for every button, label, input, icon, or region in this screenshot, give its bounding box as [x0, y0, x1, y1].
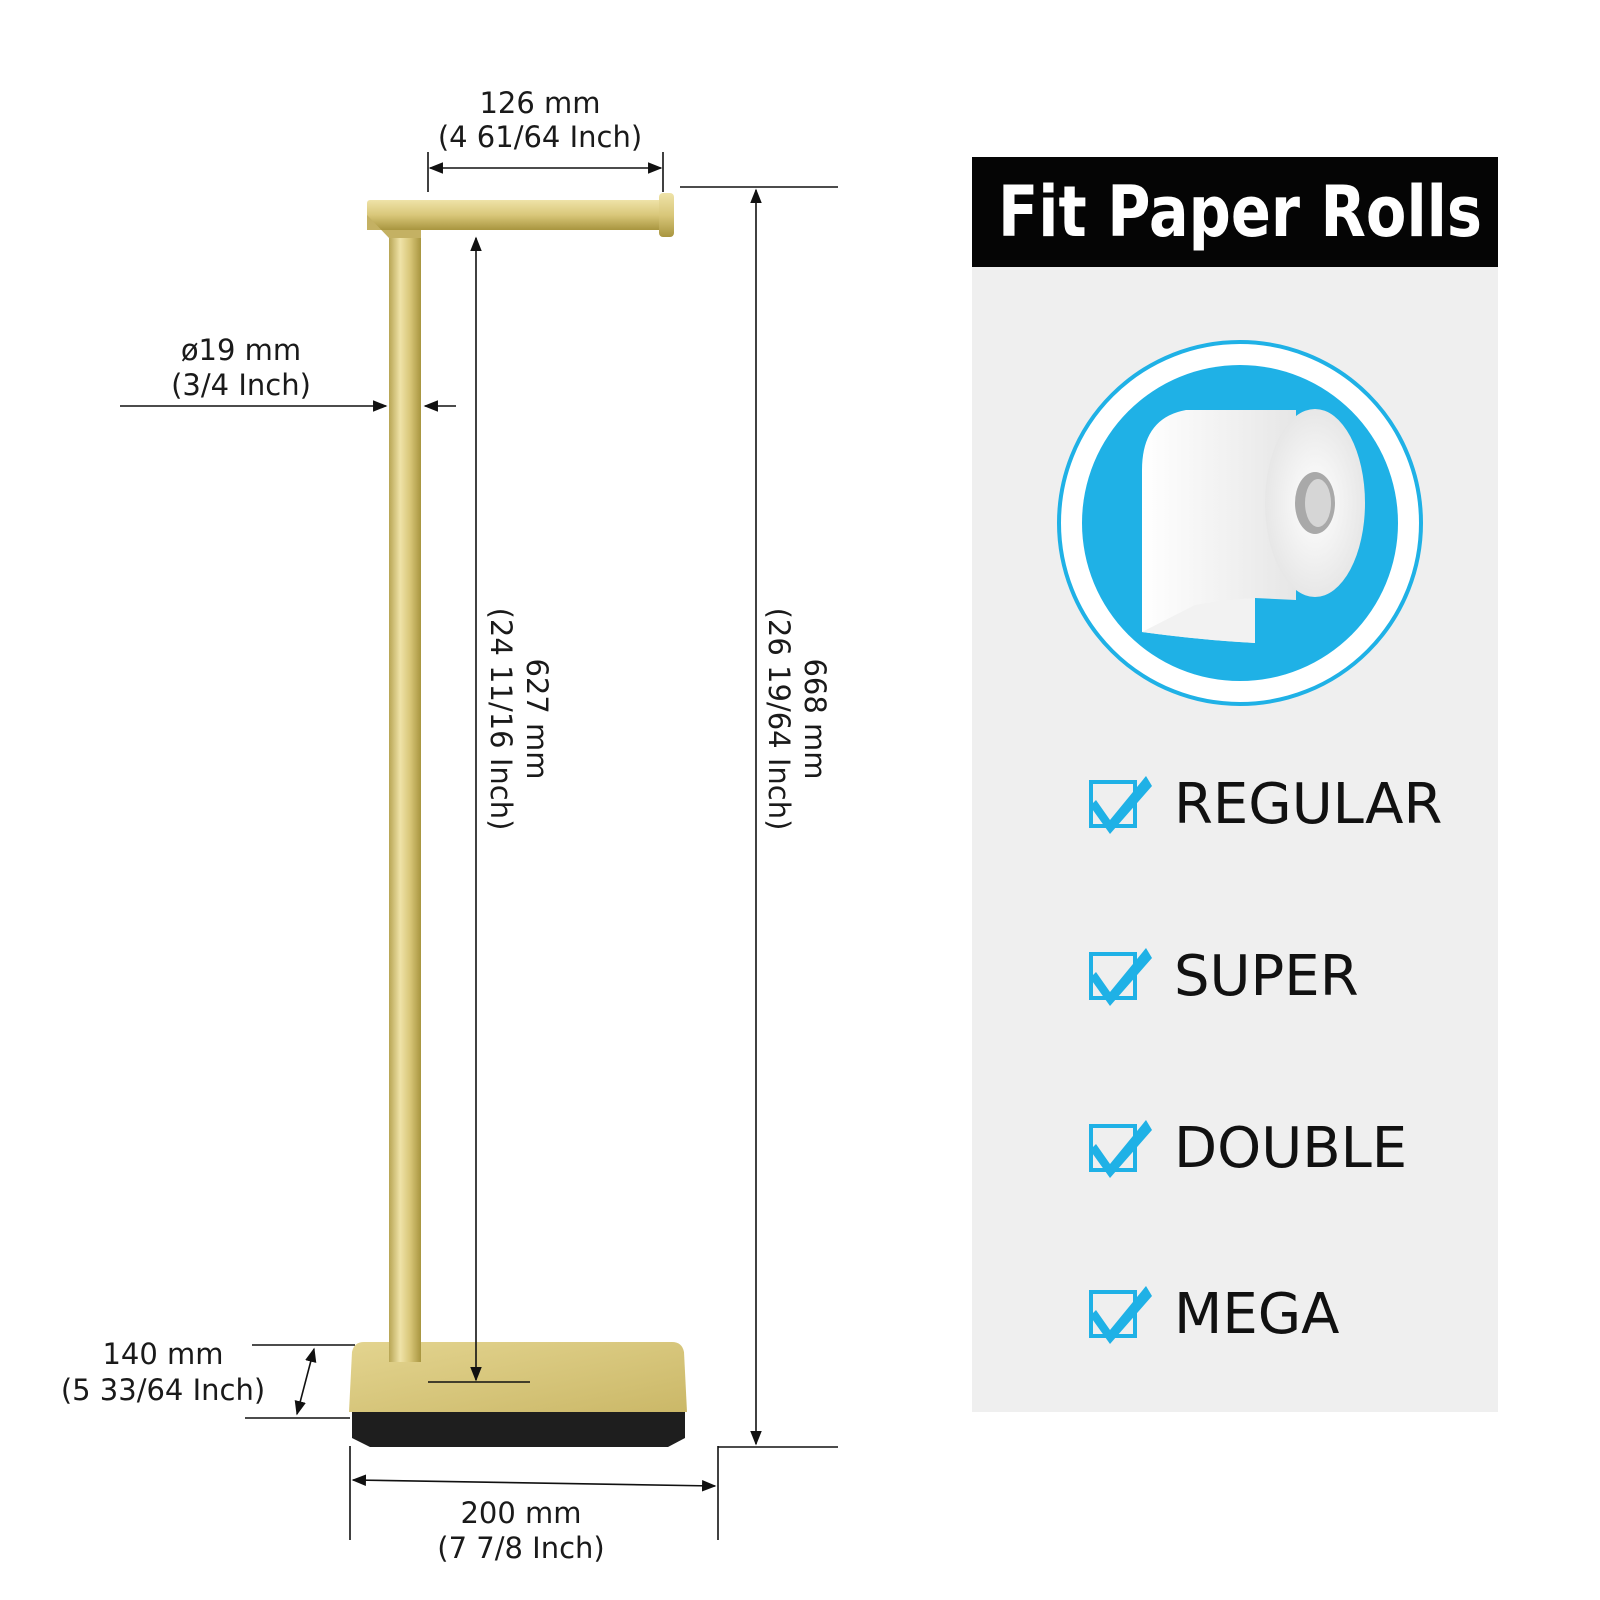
- roll-type-item: MEGA: [1089, 1282, 1339, 1347]
- base-depth-mm: 140 mm: [102, 1337, 223, 1371]
- base-width-mm: 200 mm: [460, 1496, 581, 1530]
- roll-type-label: REGULAR: [1174, 772, 1442, 837]
- dimension-arm-length: 126 mm (4 61/64 Inch): [427, 86, 664, 192]
- panel-header: [972, 157, 1498, 267]
- roll-type-item: DOUBLE: [1089, 1116, 1407, 1181]
- base-rubber-foot: [352, 1412, 685, 1447]
- roll-type-item: REGULAR: [1089, 772, 1442, 837]
- roll-type-list: REGULAR SUPER DOUBLE: [1089, 772, 1442, 1347]
- roll-type-label: SUPER: [1174, 944, 1359, 1009]
- vertical-pole: [389, 220, 421, 1362]
- tube-diameter-mm: ø19 mm: [181, 333, 301, 367]
- fit-paper-rolls-panel: Fit Paper Rolls REGULAR: [972, 157, 1498, 1412]
- dimension-total-height: 668 mm (26 19/64 Inch): [680, 186, 838, 1448]
- checkbox-checked-icon: [1089, 1286, 1152, 1344]
- total-height-inch: (26 19/64 Inch): [762, 608, 796, 831]
- total-height-mm: 668 mm: [798, 658, 832, 779]
- roll-type-label: MEGA: [1174, 1282, 1339, 1347]
- tube-diameter-inch: (3/4 Inch): [171, 368, 311, 402]
- checkbox-checked-icon: [1089, 1120, 1152, 1178]
- panel-title: Fit Paper Rolls: [998, 171, 1482, 253]
- toilet-paper-roll-icon: [1057, 340, 1423, 706]
- base-plate: [349, 1342, 687, 1412]
- dimension-base-width: 200 mm (7 7/8 Inch): [349, 1446, 719, 1565]
- horizontal-arm: [367, 200, 667, 230]
- inner-height-mm: 627 mm: [520, 658, 554, 779]
- dimension-tube-diameter: ø19 mm (3/4 Inch): [120, 333, 456, 412]
- arm-length-inch: (4 61/64 Inch): [438, 120, 642, 154]
- dimension-inner-height: 627 mm (24 11/16 Inch): [428, 236, 554, 1383]
- roll-type-label: DOUBLE: [1174, 1116, 1407, 1181]
- arm-length-mm: 126 mm: [479, 86, 600, 120]
- base-depth-inch: (5 33/64 Inch): [61, 1373, 265, 1407]
- toilet-paper-stand: [349, 193, 687, 1447]
- elbow-joint: [367, 215, 421, 238]
- arm-end-cap: [659, 193, 674, 237]
- roll-type-item: SUPER: [1089, 944, 1359, 1009]
- checkbox-checked-icon: [1089, 776, 1152, 834]
- checkbox-checked-icon: [1089, 948, 1152, 1006]
- inner-height-inch: (24 11/16 Inch): [484, 608, 518, 831]
- dimension-base-depth: 140 mm (5 33/64 Inch): [61, 1337, 355, 1419]
- base-width-inch: (7 7/8 Inch): [437, 1531, 604, 1565]
